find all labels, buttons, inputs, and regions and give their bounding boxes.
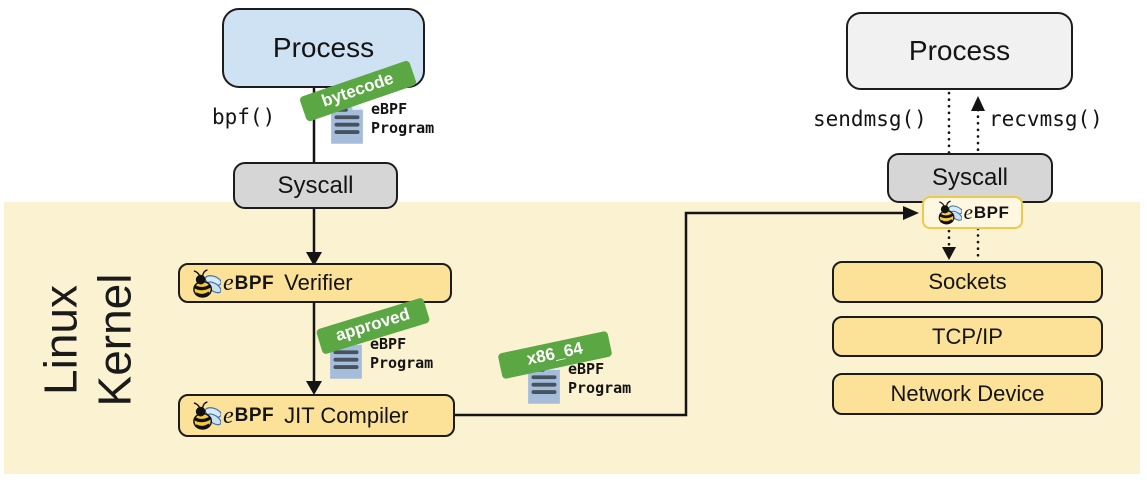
ebpf-program-label: eBPF Program xyxy=(568,360,632,397)
process-label: Process xyxy=(272,32,375,63)
sockets-label: Sockets xyxy=(928,269,1007,294)
syscall-label: Syscall xyxy=(277,171,354,199)
ebpf-program-label: eBPF Program xyxy=(371,100,435,137)
verifier-box: e BPF Verifier xyxy=(178,263,452,303)
syscall-box-left: Syscall xyxy=(233,162,398,209)
jit-compiler-label: JIT Compiler xyxy=(284,402,409,428)
ebpf-logo: e BPF xyxy=(190,401,274,430)
ebpf-bee-icon xyxy=(193,268,221,298)
tcpip-label: TCP/IP xyxy=(932,323,1003,349)
sockets-box: Sockets xyxy=(832,261,1103,303)
ebpf-bee-icon xyxy=(938,200,962,225)
sendmsg-label: sendmsg() xyxy=(813,107,927,131)
jit-compiler-box: e BPF JIT Compiler xyxy=(178,394,455,437)
network-device-label: Network Device xyxy=(890,381,1045,406)
process-box-right: Process xyxy=(846,12,1073,90)
network-device-box: Network Device xyxy=(832,373,1103,415)
ebpf-logo: e BPF xyxy=(936,200,1010,225)
process-label: Process xyxy=(908,35,1011,66)
ebpf-logo: e BPF xyxy=(190,268,274,298)
ebpf-program-label: eBPF Program xyxy=(370,335,434,372)
verifier-label: Verifier xyxy=(284,270,353,295)
syscall-label: Syscall xyxy=(931,164,1009,191)
tcpip-box: TCP/IP xyxy=(832,316,1103,357)
recvmsg-label: recvmsg() xyxy=(989,107,1103,131)
ebpf-bee-icon xyxy=(193,401,221,430)
syscall-box-right: Syscall xyxy=(887,153,1053,203)
bpf-call-label: bpf() xyxy=(212,105,276,129)
ebpf-hook-badge: e BPF xyxy=(922,196,1023,229)
